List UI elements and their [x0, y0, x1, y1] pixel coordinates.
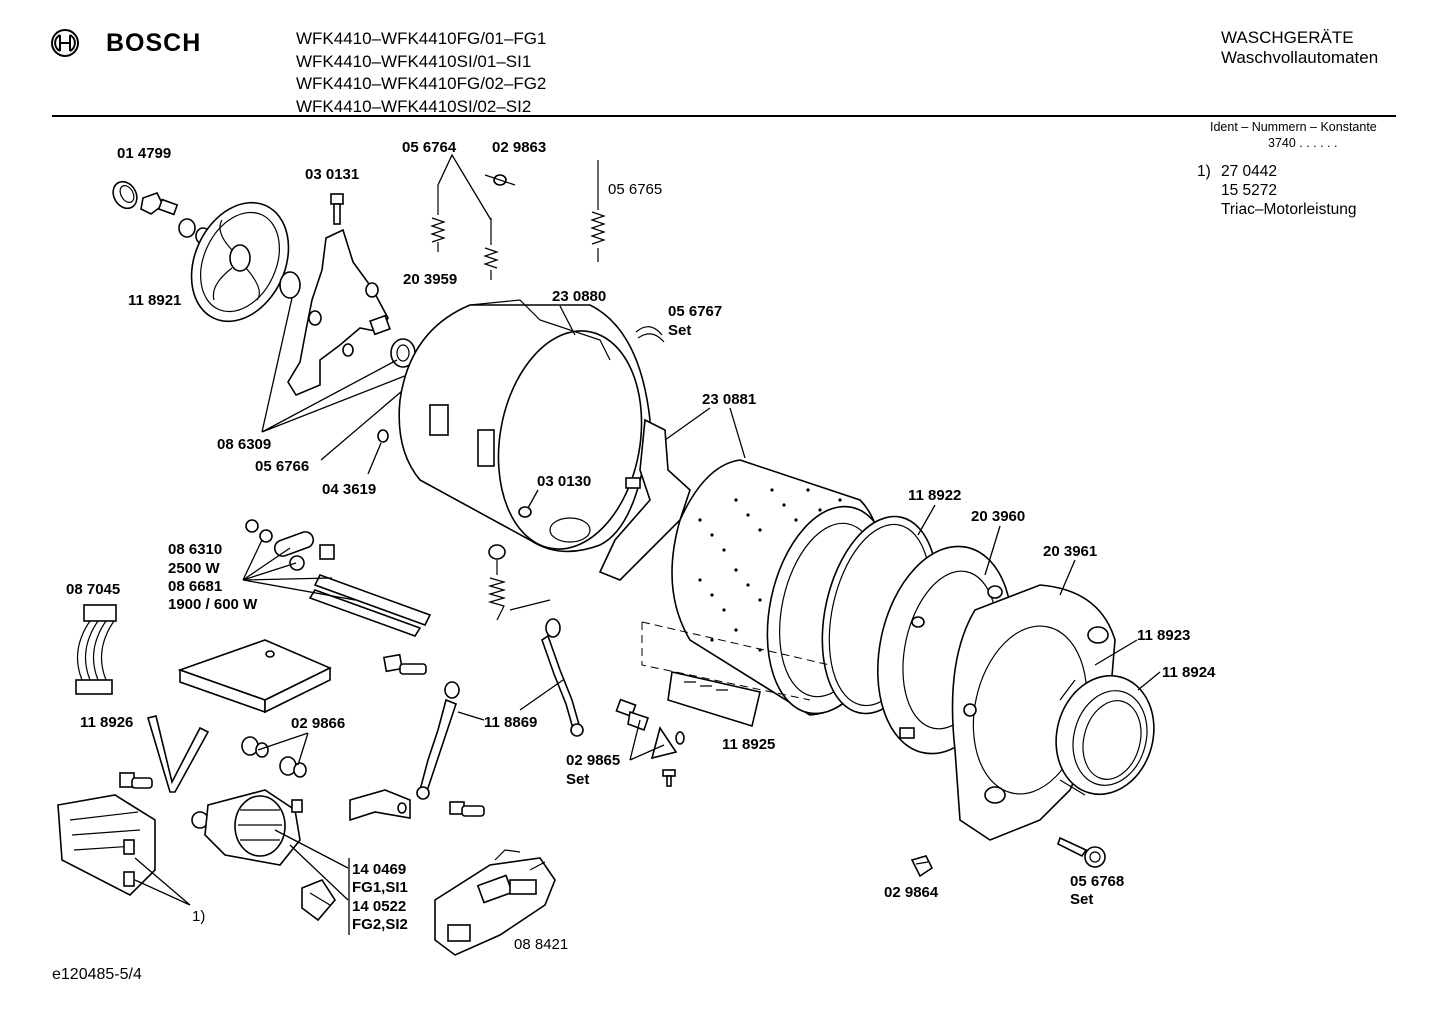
category-title: WASCHGERÄTE	[1221, 28, 1354, 47]
part-label-fg2si2: FG2,SI2	[352, 916, 408, 933]
bosch-armature-icon	[51, 29, 79, 57]
footnote-marker: 1)	[1197, 163, 1211, 180]
part-label-203959: 20 3959	[403, 271, 457, 288]
part-label-fg1si1: FG1,SI1	[352, 879, 408, 896]
part-label-043619: 04 3619	[322, 481, 376, 498]
heating-element-part	[245, 519, 432, 637]
part-label-1900w: 1900 / 600 W	[168, 596, 258, 613]
part-label-029865: 02 9865	[566, 752, 620, 769]
shock-absorber-part	[416, 618, 584, 800]
damper-bushing-part	[241, 736, 307, 778]
part-label-203960: 20 3960	[971, 508, 1025, 525]
category-block: WASCHGERÄTE Waschvollautomaten	[1221, 28, 1378, 68]
part-label-086309: 08 6309	[217, 436, 271, 453]
part-label-014799: 01 4799	[117, 145, 171, 162]
category-subtitle: Waschvollautomaten	[1221, 48, 1379, 67]
footnote-block: 1) 27 0442 15 5272 Triac–Motorleistung	[1197, 162, 1357, 219]
part-label-056766: 05 6766	[255, 458, 309, 475]
door-seal-part	[1055, 674, 1155, 796]
filter-housing-part	[667, 671, 761, 728]
part-label-056765: 05 6765	[608, 181, 662, 198]
footnote-line: 27 0442	[1221, 163, 1278, 180]
part-label-086310: 08 6310	[168, 541, 222, 558]
control-module-part	[57, 794, 156, 896]
footnote-line: 15 5272	[1221, 182, 1278, 199]
part-label-230880: 23 0880	[552, 288, 606, 305]
clamp-set-part	[635, 326, 665, 343]
part-label-118921: 11 8921	[128, 292, 181, 309]
model-line: WFK4410–WFK4410SI/02–SI2	[296, 96, 532, 116]
part-label-118869: 11 8869	[484, 714, 537, 731]
part-label-118925: 11 8925	[722, 736, 775, 753]
part-label-118924: 11 8924	[1162, 664, 1216, 681]
model-line: WFK4410–WFK4410FG/02–FG2	[296, 74, 547, 93]
drum-flange-part	[598, 418, 691, 581]
heat-shield-part	[177, 639, 332, 714]
part-label-087045: 08 7045	[66, 581, 120, 598]
header-divider	[52, 115, 1396, 117]
part-label-086681: 08 6681	[168, 578, 222, 595]
hinge-set-part	[615, 698, 685, 787]
part-label-029866: 02 9866	[291, 715, 345, 732]
part-label-056764: 05 6764	[402, 139, 457, 156]
pulley-nut-part	[140, 192, 211, 245]
ident-block: Ident – Nummern – Konstante 3740 . . . .…	[1210, 119, 1377, 151]
model-line: WFK4410–WFK4410FG/01–FG1	[296, 29, 547, 48]
part-label-029863: 02 9863	[492, 139, 546, 156]
ident-code: 3740 . . . . . .	[1268, 136, 1338, 150]
wiring-harness-part	[75, 604, 117, 695]
part-label-140469: 14 0469	[352, 861, 406, 878]
part-label-088421: 08 8421	[514, 936, 568, 953]
part-label-140522: 14 0522	[352, 898, 406, 915]
brand-name: BOSCH	[106, 28, 202, 57]
part-label-030130: 03 0130	[537, 473, 591, 490]
motor-part	[191, 789, 303, 866]
part-label-118926: 11 8926	[80, 714, 133, 731]
spring-part	[430, 160, 606, 280]
part-label-029865-set: Set	[566, 771, 589, 788]
fastener-clip-part	[910, 855, 934, 878]
drive-pulley-part	[190, 201, 301, 323]
document-id: e120485-5/4	[52, 966, 142, 983]
screw-part	[330, 193, 344, 225]
drive-belt-part	[146, 715, 210, 793]
part-label-footnote: 1)	[192, 908, 205, 925]
part-label-203961: 20 3961	[1043, 543, 1097, 560]
part-label-056768: 05 6768	[1070, 873, 1124, 890]
tub-rear-part	[398, 299, 651, 553]
part-label-230881: 23 0881	[702, 391, 756, 408]
part-label-029864: 02 9864	[884, 884, 939, 901]
bearing-ring-part	[112, 180, 138, 210]
part-label-056767-set: Set	[668, 322, 691, 339]
brand-logo: BOSCH	[50, 28, 201, 58]
housing-screw-set-part	[1057, 836, 1106, 868]
bolt-part	[119, 653, 485, 817]
model-list: WFK4410–WFK4410FG/01–FG1 WFK4410–WFK4410…	[296, 28, 546, 118]
part-label-118922: 11 8922	[908, 487, 961, 504]
part-label-056768-set: Set	[1070, 891, 1093, 908]
footnote-line: Triac–Motorleistung	[1221, 201, 1357, 218]
ntc-sensor-part	[487, 544, 551, 621]
ident-heading: Ident – Nummern – Konstante	[1210, 120, 1377, 134]
mounting-bracket-part	[301, 879, 336, 922]
part-label-2500w: 2500 W	[168, 560, 221, 577]
drum-cross-spider-part	[287, 228, 391, 397]
model-line: WFK4410–WFK4410SI/01–SI1	[296, 51, 532, 71]
door-lock-part	[434, 849, 556, 956]
part-label-056767: 05 6767	[668, 303, 722, 320]
part-label-118923: 11 8923	[1137, 627, 1190, 644]
clip-part	[484, 174, 516, 186]
motor-bracket-part	[349, 789, 411, 822]
part-label-030131: 03 0131	[305, 166, 359, 183]
